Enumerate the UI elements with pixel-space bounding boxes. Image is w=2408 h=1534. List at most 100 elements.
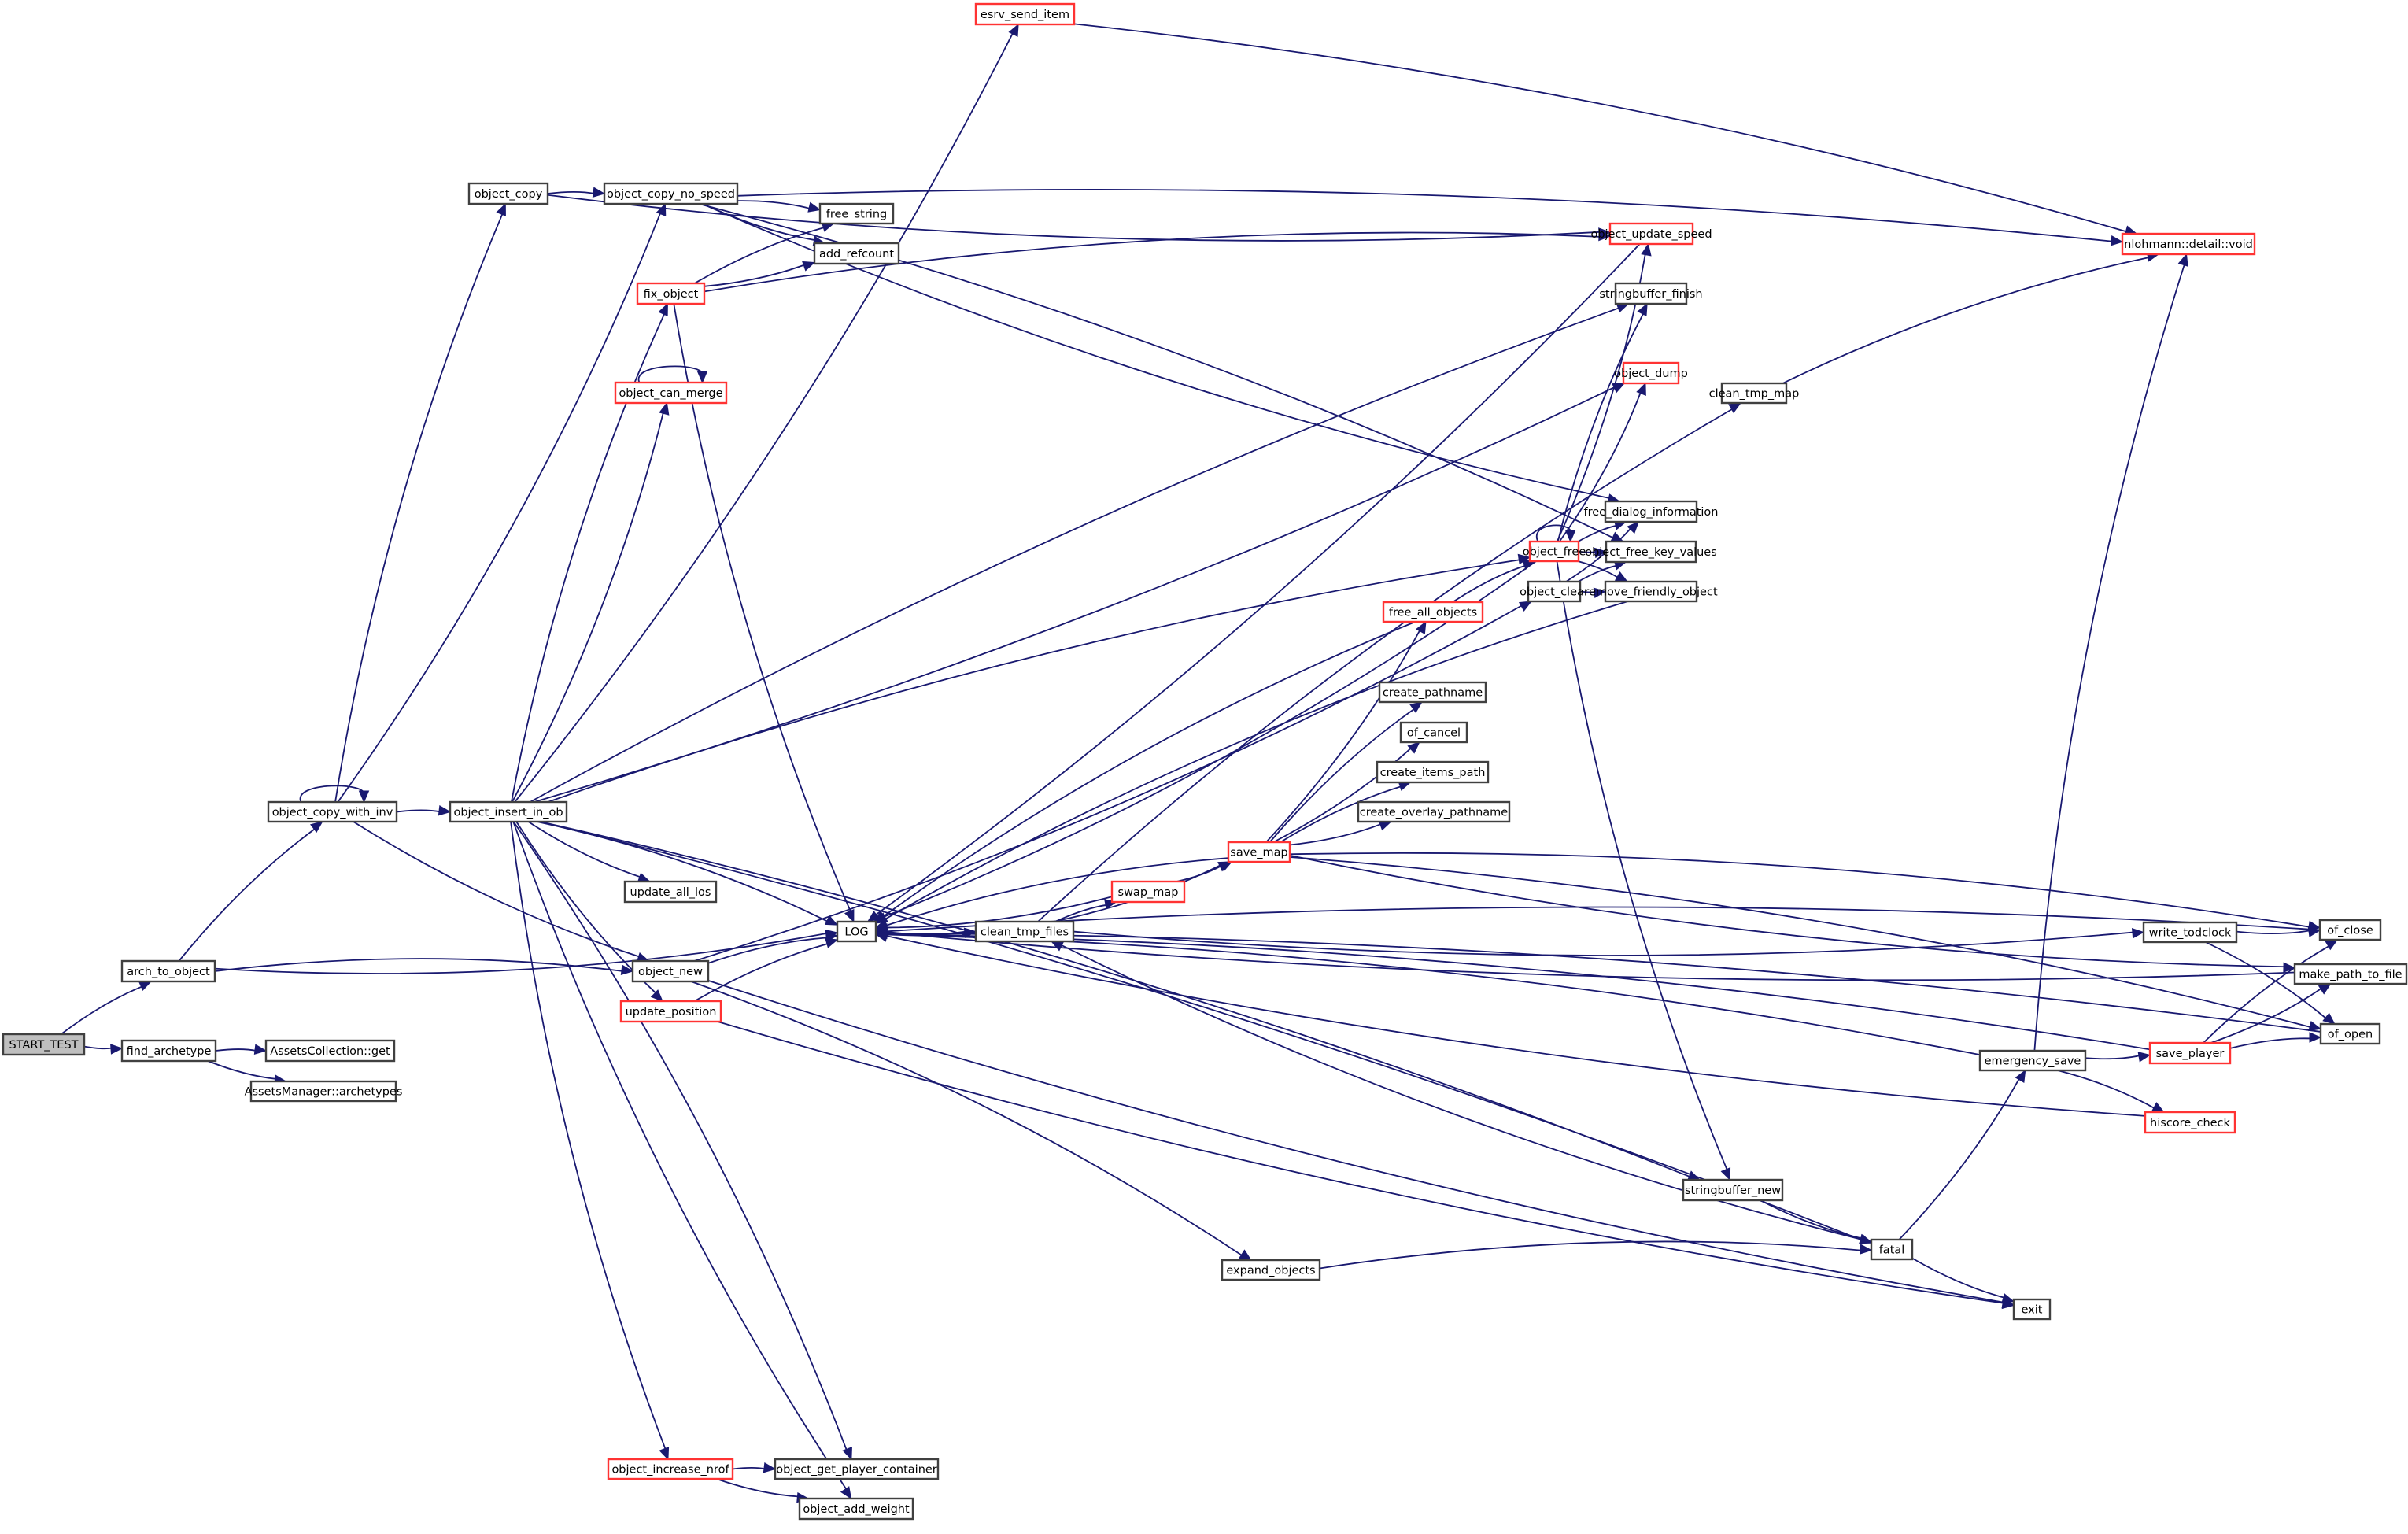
node-free-dialog-information[interactable]: free_dialog_information <box>1584 500 1719 523</box>
node-esrv-send-item[interactable]: esrv_send_item <box>974 2 1076 26</box>
node-assetscollection-get[interactable]: AssetsCollection::get <box>264 1039 396 1063</box>
node-create-pathname[interactable]: create_pathname <box>1378 681 1487 704</box>
arrowhead <box>1720 1167 1731 1181</box>
node-object-insert-in-ob[interactable]: object_insert_in_ob <box>449 800 568 823</box>
arrowhead <box>842 1447 852 1461</box>
node-swap-map[interactable]: swap_map <box>1110 880 1186 904</box>
node-start-test[interactable]: START_TEST <box>2 1033 86 1056</box>
node-label: clean_tmp_map <box>1709 388 1800 401</box>
node-assetsmanager-archetypes[interactable]: AssetsManager::archetypes <box>245 1080 403 1103</box>
node-box <box>619 1000 722 1023</box>
arrowhead <box>110 1044 124 1055</box>
node-update-position[interactable]: update_position <box>619 1000 722 1023</box>
edge-object-insert-in-ob-to-object-add-weight <box>512 821 852 1500</box>
node-label: swap_map <box>1118 886 1179 899</box>
node-save-map[interactable]: save_map <box>1227 841 1291 863</box>
node-clean-tmp-map[interactable]: clean_tmp_map <box>1709 382 1800 405</box>
node-hiscore-check[interactable]: hiscore_check <box>2144 1111 2236 1134</box>
edge-object-can-merge-to-object-can-merge <box>637 365 708 384</box>
node-object-clear[interactable]: object_clear <box>1520 580 1589 603</box>
node-stringbuffer-new[interactable]: stringbuffer_new <box>1682 1178 1784 1202</box>
node-object-copy-no-speed[interactable]: object_copy_no_speed <box>603 182 739 205</box>
node-fatal[interactable]: fatal <box>1870 1238 1914 1261</box>
node-fix-object[interactable]: fix_object <box>636 282 706 305</box>
node-label: make_path_to_file <box>2299 969 2402 981</box>
node-box <box>2012 1298 2052 1321</box>
node-label: object_copy_with_inv <box>272 807 393 819</box>
edge-emergency-save-to-hiscore-check <box>2057 1070 2165 1113</box>
node-make-path-to-file[interactable]: make_path_to_file <box>2293 963 2408 985</box>
node-label: object_dump <box>1614 368 1688 380</box>
node-box <box>1378 681 1487 704</box>
node-box <box>264 1039 396 1063</box>
node-of-close[interactable]: of_close <box>2318 919 2382 941</box>
node-remove-friendly-object[interactable]: remove_friendly_object <box>1584 580 1718 603</box>
arrowhead <box>650 989 663 1002</box>
node-object-copy-with-inv[interactable]: object_copy_with_inv <box>267 800 398 823</box>
node-emergency-save[interactable]: emergency_save <box>1978 1049 2087 1072</box>
node-box <box>449 800 568 823</box>
node-object-free[interactable]: object_free <box>1523 540 1586 563</box>
node-nlohmann-void[interactable]: nlohmann::detail::void <box>2121 232 2256 256</box>
node-label: object_copy <box>475 188 543 201</box>
edge-find-archetype-to-assetscollection-get <box>215 1044 268 1055</box>
node-object-can-merge[interactable]: object_can_merge <box>614 381 728 405</box>
node-object-add-weight[interactable]: object_add_weight <box>798 1497 914 1521</box>
edge-update-position-to-exit <box>717 1021 2015 1310</box>
node-box <box>1605 540 1697 564</box>
node-label: of_open <box>2328 1029 2373 1041</box>
node-free-all-objects[interactable]: free_all_objects <box>1382 601 1484 623</box>
arrowhead <box>696 371 708 384</box>
arrowhead <box>1728 402 1742 414</box>
edge-object-new-to-expand-objects <box>690 981 1252 1261</box>
node-create-items-path[interactable]: create_items_path <box>1376 760 1490 784</box>
node-box <box>1382 601 1484 623</box>
node-exit[interactable]: exit <box>2012 1298 2052 1321</box>
node-create-overlay-pathname[interactable]: create_overlay_pathname <box>1357 800 1511 823</box>
node-label: free_dialog_information <box>1584 506 1719 519</box>
node-label: stringbuffer_new <box>1685 1185 1781 1197</box>
node-find-archetype[interactable]: find_archetype <box>120 1039 217 1063</box>
arrowhead <box>2308 1021 2322 1032</box>
arrowhead <box>1409 701 1423 713</box>
node-object-dump[interactable]: object_dump <box>1614 361 1688 385</box>
arrowhead <box>1610 531 1624 542</box>
edge-object-free-to-object-free-key-values <box>1578 547 1608 559</box>
node-add-refcount[interactable]: add_refcount <box>813 242 900 265</box>
node-of-open[interactable]: of_open <box>2319 1022 2381 1045</box>
node-arch-to-object[interactable]: arch_to_object <box>120 959 216 983</box>
node-free-string[interactable]: free_string <box>818 202 895 225</box>
edge-object-copy-no-speed-to-free-string <box>737 200 822 213</box>
node-save-player[interactable]: save_player <box>2148 1041 2232 1065</box>
node-stringbuffer-finish[interactable]: stringbuffer_finish <box>1599 282 1703 305</box>
arrowhead <box>2110 235 2124 246</box>
node-label: fix_object <box>644 288 699 301</box>
arrowhead <box>496 202 506 216</box>
edge-object-increase-nrof-to-object-add-weight <box>716 1478 810 1503</box>
node-clean-tmp-files[interactable]: clean_tmp_files <box>974 920 1075 943</box>
arrowhead <box>2283 962 2296 974</box>
node-object-update-speed[interactable]: object_update_speed <box>1590 222 1712 246</box>
node-object-copy[interactable]: object_copy <box>467 182 549 205</box>
node-log[interactable]: LOG <box>836 920 877 943</box>
node-box <box>614 381 728 405</box>
node-label: esrv_send_item <box>981 9 1069 21</box>
node-of-cancel[interactable]: of_cancel <box>1399 721 1468 744</box>
node-object-new[interactable]: object_new <box>631 959 710 983</box>
node-object-increase-nrof[interactable]: object_increase_nrof <box>607 1458 734 1480</box>
node-label: object_free_key_values <box>1585 546 1717 559</box>
edge-object-increase-nrof-to-object-get-player-container <box>732 1462 777 1473</box>
edge-save-map-to-of-cancel <box>1272 741 1420 843</box>
node-write-todclock[interactable]: write_todclock <box>2142 921 2238 944</box>
node-update-all-los[interactable]: update_all_los <box>623 880 718 904</box>
arrowhead <box>840 1486 852 1500</box>
node-object-get-player-container[interactable]: object_get_player_container <box>774 1458 940 1480</box>
node-label: update_all_los <box>630 886 711 899</box>
node-expand-objects[interactable]: expand_objects <box>1221 1259 1321 1281</box>
node-label: fatal <box>1879 1244 1905 1257</box>
node-label: add_refcount <box>819 248 894 261</box>
node-object-free-key-values[interactable]: object_free_key_values <box>1585 540 1717 564</box>
node-label: object_free <box>1523 546 1586 559</box>
arrowhead <box>1627 521 1640 534</box>
node-box <box>249 1080 397 1103</box>
